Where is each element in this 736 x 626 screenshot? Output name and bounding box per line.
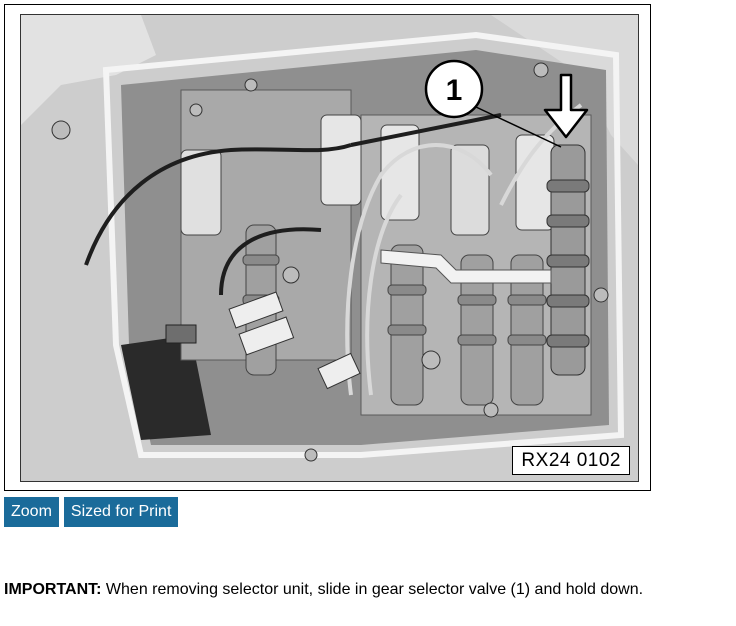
figure-reference-code: RX24 0102 (512, 446, 630, 475)
down-arrow-icon (543, 73, 589, 139)
important-label: IMPORTANT: (4, 581, 102, 598)
callout-leader-line (475, 106, 562, 148)
important-text: When removing selector unit, slide in ge… (101, 581, 644, 598)
zoom-button[interactable]: Zoom (4, 497, 59, 527)
sized-for-print-button[interactable]: Sized for Print (63, 497, 179, 527)
figure-actions: Zoom Sized for Print (4, 497, 179, 527)
valve-body-photo: 1 RX24 0102 (20, 14, 639, 482)
valve-body-illustration: 1 (21, 15, 638, 481)
figure-frame: 1 RX24 0102 (4, 4, 651, 491)
important-note: IMPORTANT: When removing selector unit, … (4, 581, 643, 599)
callout-marker: 1 (424, 59, 484, 119)
callout-number: 1 (446, 74, 463, 107)
